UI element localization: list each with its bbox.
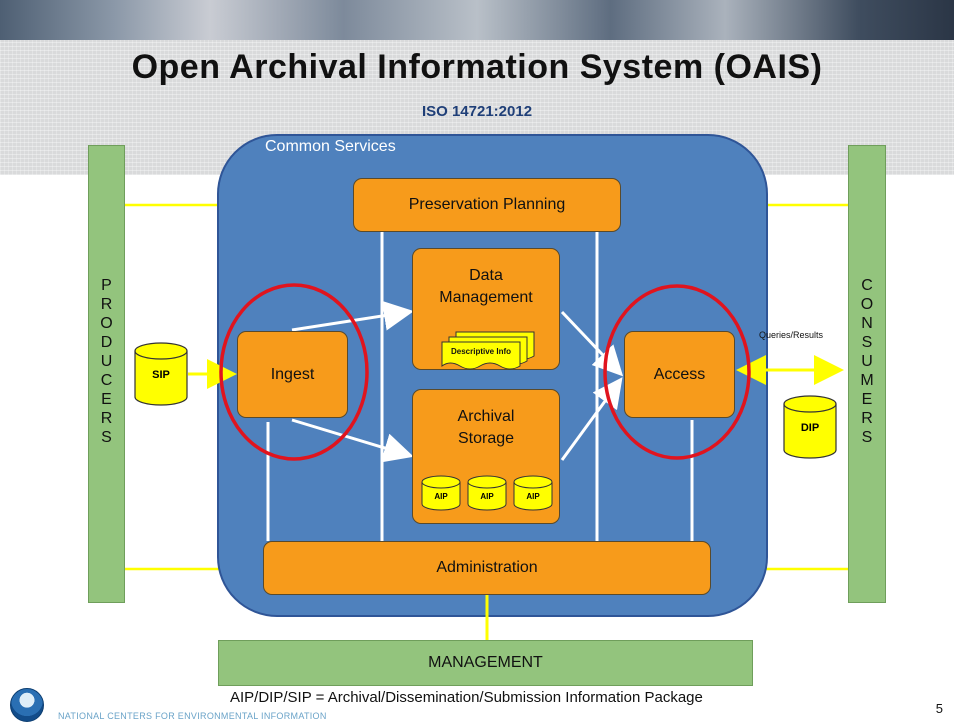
ingest-to-storage-arrow: [291, 418, 414, 463]
ingest-box: Ingest: [237, 331, 348, 418]
ingest-highlight: [219, 283, 369, 461]
queries-results-label: Queries/Results: [759, 330, 824, 340]
storage-to-access-arrow: [560, 377, 623, 461]
ingest-label: Ingest: [270, 365, 315, 383]
aip-label-2: AIP: [480, 492, 494, 501]
preservation-planning-label: Preservation Planning: [408, 196, 566, 213]
ingest-to-data-arrow: [291, 300, 414, 332]
archival-storage-label: Archival Storage: [457, 408, 515, 447]
dip-label: DIP: [800, 422, 820, 434]
noaa-logo: [10, 688, 44, 722]
footer-organization: NATIONAL CENTERS FOR ENVIRONMENTAL INFOR…: [58, 711, 327, 721]
access-label: Access: [653, 365, 706, 383]
slide-subtitle: ISO 14721:2012: [421, 103, 533, 120]
access-box: Access: [624, 331, 735, 418]
title-band: [0, 40, 954, 175]
aip-label-1: AIP: [434, 492, 448, 501]
aip-cylinders: [421, 475, 553, 511]
data-management-label: Data Management: [439, 267, 533, 306]
aip-label-3: AIP: [526, 492, 540, 501]
access-highlight: [603, 284, 751, 460]
descriptive-info-stack: [441, 331, 535, 370]
sip-label: SIP: [152, 369, 170, 381]
sip-cylinder: [134, 342, 188, 406]
descriptive-info-label: Descriptive Info: [450, 347, 511, 356]
administration-box: Administration: [263, 541, 711, 595]
management-label: MANAGEMENT: [428, 654, 543, 671]
slide-title: Open Archival Information System (OAIS): [131, 48, 823, 86]
preservation-planning-box: Preservation Planning: [353, 178, 621, 232]
page-number: 5: [935, 701, 943, 716]
administration-label: Administration: [436, 559, 538, 576]
data-to-access-arrow: [560, 310, 624, 377]
dip-cylinder: [783, 395, 837, 459]
common-services-label: Common Services: [265, 138, 396, 155]
management-bar: MANAGEMENT: [218, 640, 753, 686]
package-caption: AIP/DIP/SIP = Archival/Dissemination/Sub…: [230, 689, 703, 706]
